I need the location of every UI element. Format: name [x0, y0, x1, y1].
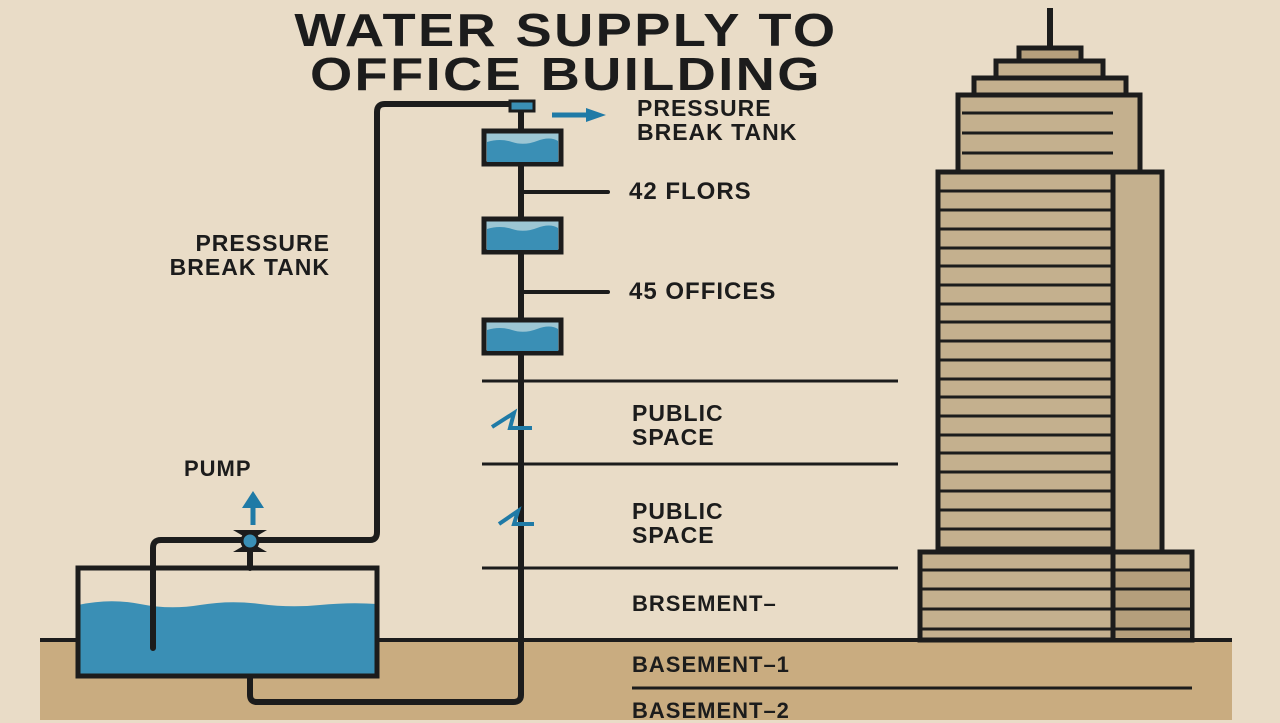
flow-arrow-icon	[490, 408, 532, 430]
pressure-break-tank-top	[481, 99, 564, 167]
title-line-2: OFFICE BUILDING	[309, 48, 822, 100]
label-public-space-2: PUBLIC SPACE	[632, 498, 724, 548]
main-riser	[247, 101, 524, 705]
pressure-break-tank-low	[481, 317, 564, 356]
label-pressure-break-tank-top: PRESSURE BREAK TANK	[637, 95, 798, 145]
label-public-space-1: PUBLIC SPACE	[632, 400, 724, 450]
pressure-break-tank-mid	[481, 216, 564, 255]
flow-arrow-icon	[497, 506, 534, 526]
label-basement-1: BASEMENT–1	[632, 652, 790, 677]
arrow-up-icon	[242, 491, 264, 525]
title-line-1: WATER SUPPLY TO	[294, 4, 838, 56]
label-pump: PUMP	[184, 456, 252, 481]
suction-pipe	[150, 101, 523, 651]
valve-icon	[233, 530, 267, 552]
label-basement-2: BASEMENT–2	[632, 698, 790, 723]
ground-water-tank	[75, 565, 380, 679]
pipes	[150, 101, 610, 705]
label-offices: 45 OFFICES	[629, 278, 777, 305]
label-pressure-break-tank-left: PRESSURE BREAK TANK	[169, 230, 330, 280]
page-title: WATER SUPPLY TO OFFICE BUILDING	[0, 4, 1233, 100]
label-floors: 42 FLORS	[629, 178, 752, 205]
arrow-right-icon	[552, 108, 606, 122]
label-basement: BRSEMENT–	[632, 591, 777, 616]
office-building	[917, 8, 1195, 643]
